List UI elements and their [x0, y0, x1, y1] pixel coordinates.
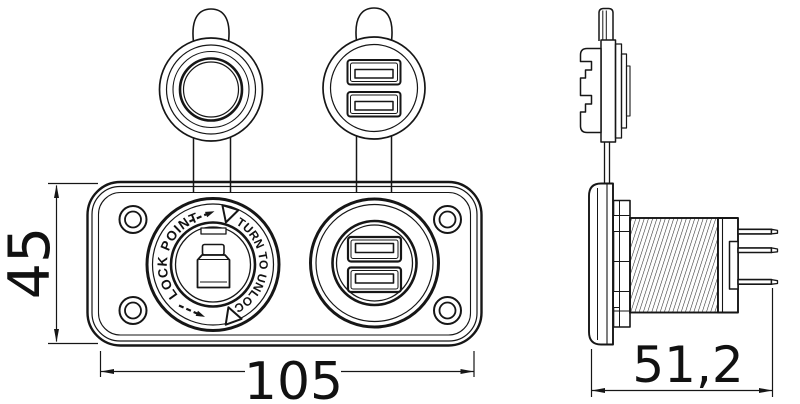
cap-strap	[192, 137, 232, 193]
cap-strap	[355, 136, 393, 193]
usb-cap-port	[346, 59, 402, 86]
usb-port	[346, 235, 403, 263]
usb-cap-port	[346, 91, 402, 118]
side-cap-strap	[603, 142, 611, 183]
usb-socket-ring	[309, 197, 440, 329]
socket-keyhole	[196, 227, 231, 289]
depth-dimension-label: 51,2	[632, 336, 743, 394]
dim-arrow	[460, 369, 474, 374]
terminal-pin	[737, 278, 779, 286]
unlock-arrow-icon	[178, 304, 205, 317]
dim-arrow	[54, 184, 59, 198]
screw-hole	[433, 296, 462, 325]
side-cap-tab	[598, 7, 614, 41]
lighter-cap	[158, 8, 264, 193]
terminal-pin	[737, 228, 779, 235]
usb-port-tongue	[354, 273, 395, 284]
side-flange	[588, 182, 614, 346]
dim-arrow	[54, 329, 59, 343]
screw-hole	[433, 205, 462, 234]
dim-depth: 51,2	[590, 288, 774, 397]
front-view: LOCK POINT TURN TO UNLOCK	[0, 0, 483, 347]
cap-pull-tab	[192, 8, 230, 42]
lock-arrow-icon	[189, 211, 215, 223]
width-dimension-label: 105	[244, 352, 343, 404]
usb-port	[346, 266, 403, 294]
dim-width: 105	[99, 351, 475, 404]
dim-height: 45	[0, 182, 98, 345]
cap-pull-tab	[355, 7, 393, 41]
side-collar	[612, 199, 631, 328]
unlock-triangle-icon	[224, 306, 243, 326]
screw-hole	[118, 296, 148, 325]
dim-arrow	[100, 369, 114, 374]
usb-cap	[322, 7, 426, 193]
usb-port-tongue	[354, 100, 394, 111]
dim-arrow	[591, 388, 605, 393]
terminal-pin	[737, 247, 779, 254]
mounting-panel	[86, 180, 483, 347]
side-view	[579, 7, 779, 346]
screw-hole	[118, 205, 148, 234]
usb-port-tongue	[354, 242, 395, 254]
lock-triangle-icon	[221, 204, 240, 224]
rear-housing	[717, 217, 739, 314]
threaded-barrel	[629, 217, 719, 314]
usb-port-tongue	[354, 68, 394, 79]
usb-socket	[309, 197, 440, 329]
height-dimension-label: 45	[0, 227, 63, 300]
side-cap	[579, 7, 631, 183]
side-cap-clip	[579, 47, 602, 134]
dim-arrow	[759, 388, 773, 393]
